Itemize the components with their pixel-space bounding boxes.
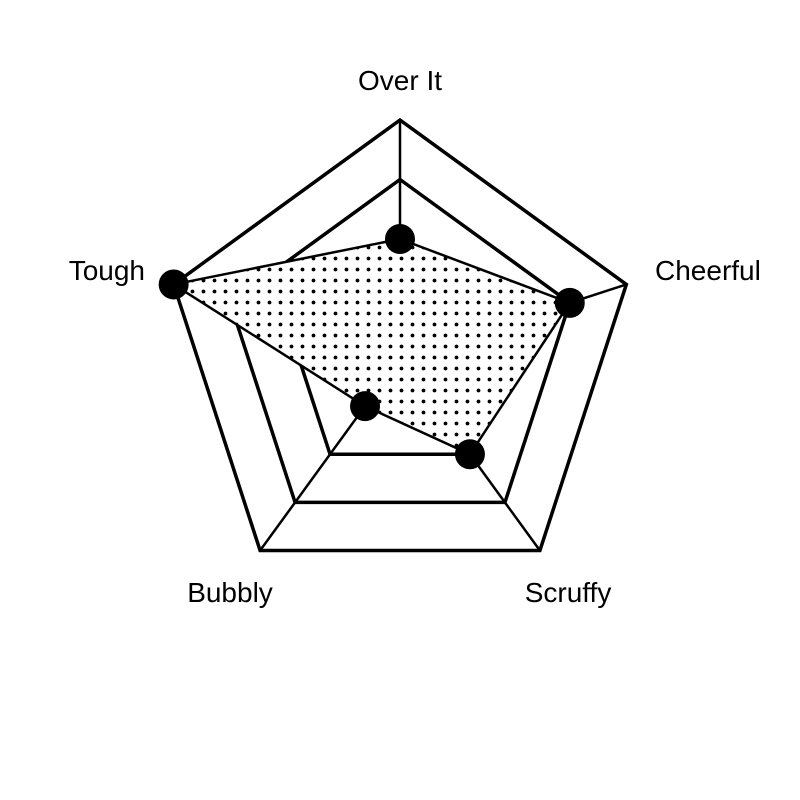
data-point-1 [554,287,585,318]
axis-label-0: Over It [358,65,442,96]
data-point-2 [454,439,485,470]
data-point-4 [158,269,189,300]
data-point-0 [385,224,415,254]
radar-markers [158,224,585,470]
grid-ring-4 [171,117,629,553]
axis-label-1: Cheerful [655,255,761,286]
axis-label-4: Tough [69,255,145,286]
axis-label-2: Scruffy [525,577,612,608]
axis-label-3: Bubbly [187,577,273,608]
data-point-3 [350,391,381,422]
data-area [170,237,572,456]
radar-area-layer [170,237,572,456]
